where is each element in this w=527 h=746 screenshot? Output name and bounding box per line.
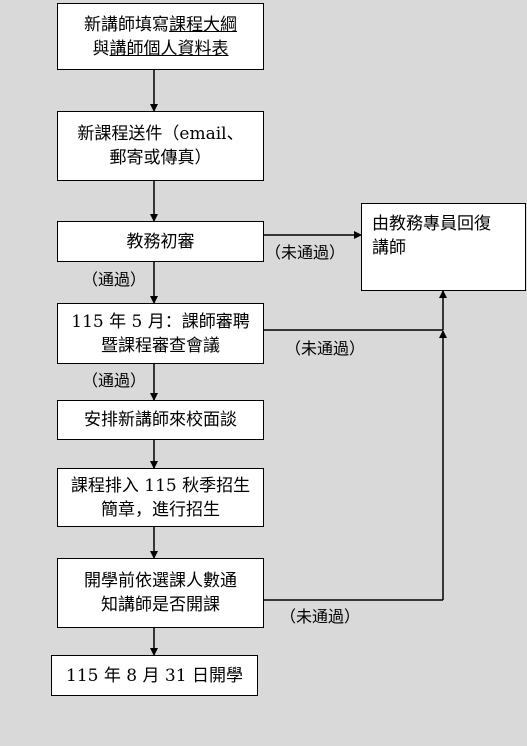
label-pass-2: （通過） [82,371,147,390]
step3-line1: 教務初審 [126,231,195,252]
step6-line2: 簡章，進行招生 [101,499,220,520]
step1-text-b: 課程大綱 [169,14,237,35]
step4-line2: 暨課程審查會議 [101,335,220,356]
step1-text-c: 與 [92,38,110,59]
reply-line2: 講師 [372,238,406,258]
label-fail-1: （未通過） [265,243,346,262]
step1-text-d: 講師個人資料表 [109,38,229,59]
step1-text-a: 新講師填寫 [84,14,169,35]
step-submit-course: 新課程送件（email、 郵寄或傳真） [57,111,264,181]
step2-line1: 新課程送件（email、 [77,124,244,144]
step-review-meeting: 115 年 5 月：課師審聘 暨課程審查會議 [57,303,264,364]
step-notify-teacher: 開學前依選課人數通 知講師是否開課 [57,558,264,628]
reply-to-teacher: 由教務專員回復 講師 [361,203,526,291]
step2-line2: 郵寄或傳真） [109,148,212,168]
step7-line1: 開學前依選課人數通 [84,571,237,591]
step-fill-syllabus: 新講師填寫課程大綱 與講師個人資料表 [57,3,264,70]
label-fail-3: （未通過） [280,607,361,626]
step6-line1: 課程排入 115 秋季招生 [70,475,251,496]
label-fail-2: （未通過） [285,339,366,358]
step-semester-start: 115 年 8 月 31 日開學 [51,655,258,696]
step5-line1: 安排新講師來校面談 [84,410,237,430]
step7-line2: 知講師是否開課 [101,595,220,615]
step8-line1: 115 年 8 月 31 日開學 [66,665,243,686]
step-interview: 安排新講師來校面談 [57,400,264,440]
reply-line1: 由教務專員回復 [372,214,491,234]
step-enrollment: 課程排入 115 秋季招生 簡章，進行招生 [57,468,264,527]
step4-line1: 115 年 5 月：課師審聘 [71,311,250,332]
step-initial-review: 教務初審 [57,221,264,262]
label-pass-1: （通過） [82,270,147,289]
